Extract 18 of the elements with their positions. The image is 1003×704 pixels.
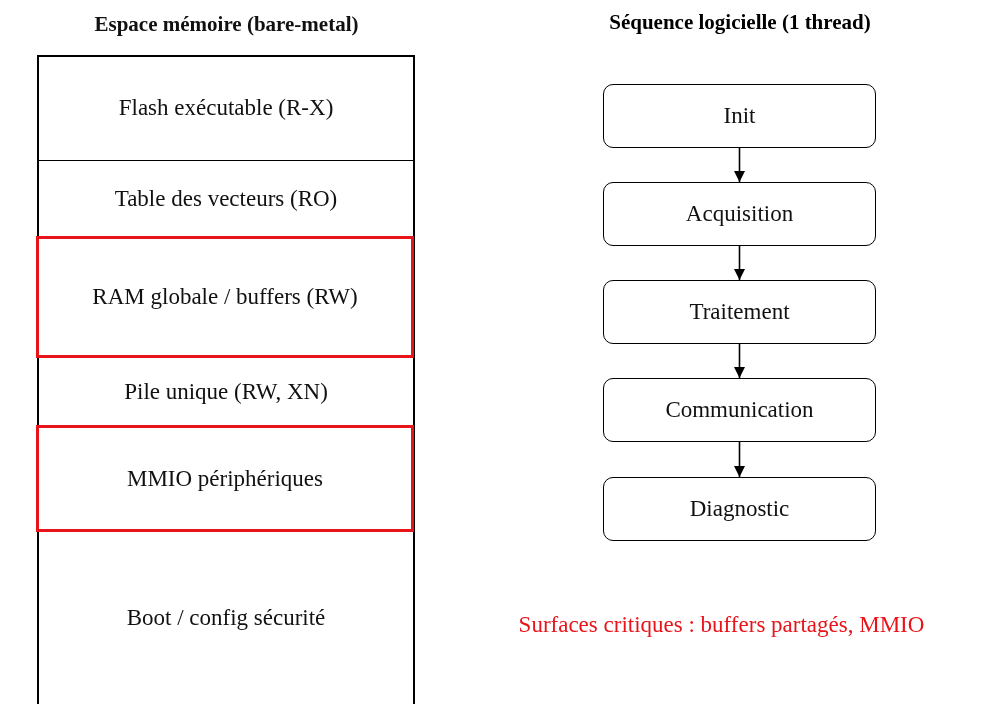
arrow: [733, 147, 746, 183]
arrow: [733, 343, 746, 379]
panel-heading: Espace mémoire (bare-metal): [93, 12, 360, 37]
process-box: Diagnostic: [603, 477, 876, 541]
note: Surfaces critiques : buffers partagés, MMIO: [517, 612, 926, 638]
arrow: [733, 245, 746, 281]
panel-heading: Séquence logicielle (1 thread): [608, 10, 872, 35]
process-box: Init: [603, 84, 876, 148]
critical-memory-region: MMIO périphériques: [36, 425, 414, 532]
memory-region: Flash exécutable (R-X): [37, 55, 415, 161]
process-box: Communication: [603, 378, 876, 442]
critical-memory-region: RAM globale / buffers (RW): [36, 236, 414, 358]
memory-region: Boot / config sécurité: [37, 532, 415, 704]
memory-region: Table des vecteurs (RO): [37, 160, 415, 237]
arrow: [733, 441, 746, 478]
process-box: Traitement: [603, 280, 876, 344]
process-box: Acquisition: [603, 182, 876, 246]
memory-region: Pile unique (RW, XN): [37, 358, 415, 426]
